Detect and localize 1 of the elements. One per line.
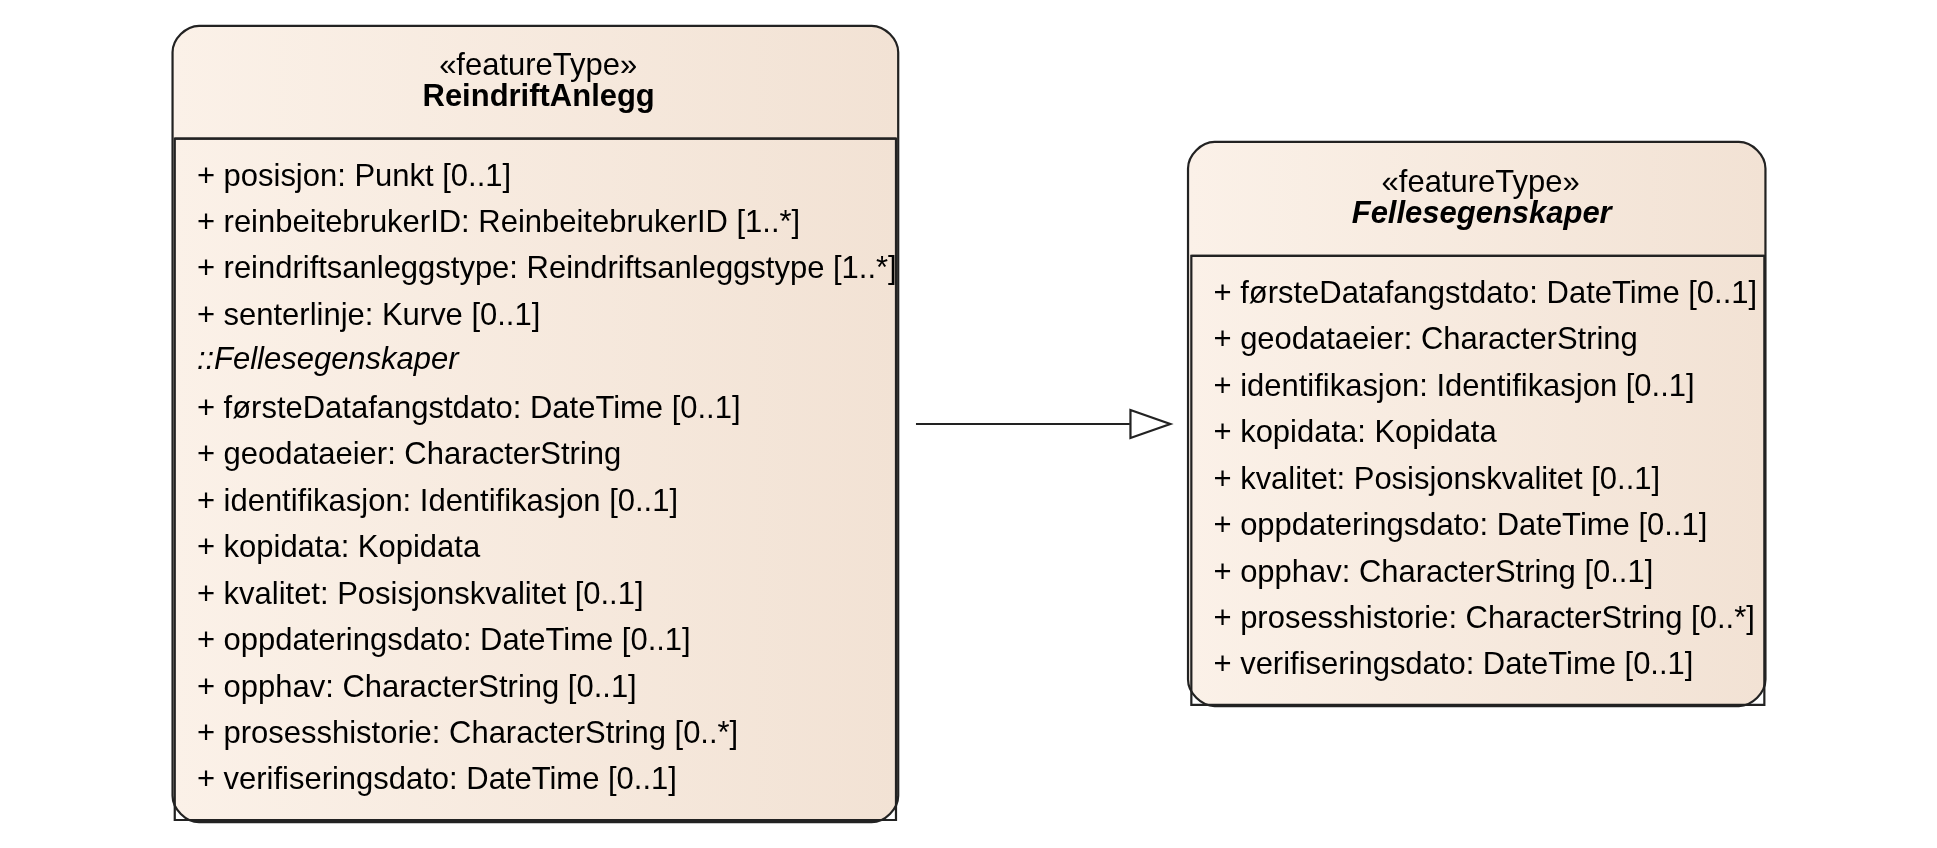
arrow: [915, 408, 1174, 440]
